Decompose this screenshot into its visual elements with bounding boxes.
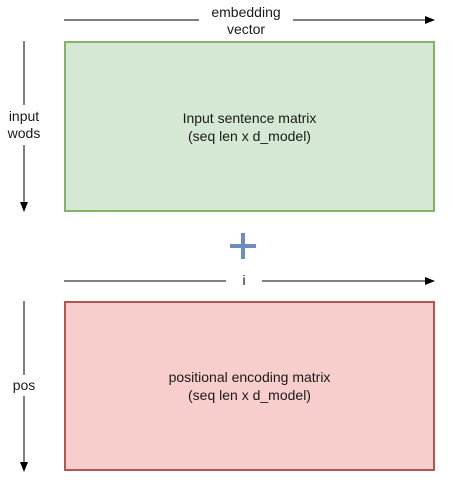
input-sentence-matrix: Input sentence matrix (seq len x d_model… (64, 41, 435, 212)
input-words-label: input wods (0, 105, 48, 145)
i-axis-label-text: i (242, 272, 246, 288)
embedding-vector-label-line2: vector (226, 21, 266, 37)
positional-encoding-matrix-dims: (seq len x d_model) (188, 387, 311, 403)
positional-encoding-matrix-title: positional encoding matrix (168, 369, 331, 385)
embedding-vector-label: embedding vector (199, 4, 293, 38)
input-words-label-line2: wods (7, 125, 41, 141)
pos-axis-label: pos (2, 375, 46, 396)
input-sentence-matrix-dims: (seq len x d_model) (188, 127, 311, 144)
i-axis-label: i (226, 272, 262, 289)
plus-icon (230, 233, 256, 259)
embedding-vector-label-line1: embedding (211, 4, 281, 20)
positional-encoding-matrix: positional encoding matrix (seq len x d_… (64, 301, 435, 471)
pos-axis-label-text: pos (12, 377, 36, 393)
input-words-label-line1: input (8, 108, 40, 124)
input-sentence-matrix-title: Input sentence matrix (182, 109, 317, 126)
